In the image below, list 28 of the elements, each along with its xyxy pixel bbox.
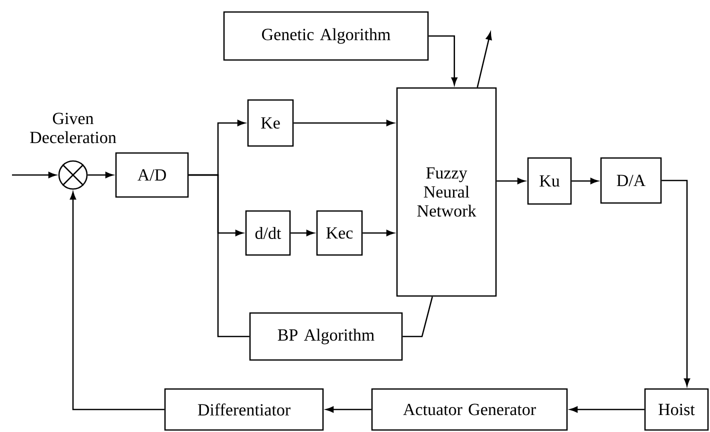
arrow xyxy=(12,172,56,178)
block: D/A xyxy=(600,157,662,204)
block: Ke xyxy=(247,99,294,147)
arrow xyxy=(402,296,433,338)
arrow xyxy=(662,180,690,386)
block: d/dt xyxy=(245,210,291,256)
summing-junction xyxy=(58,160,88,190)
block: Fuzzy Neural Network xyxy=(396,87,497,297)
arrow xyxy=(88,172,114,178)
block: Ku xyxy=(527,157,572,205)
arrow xyxy=(476,32,492,88)
block: Actuator Generator xyxy=(371,388,568,431)
arrow xyxy=(572,178,598,184)
block: Kec xyxy=(316,210,363,256)
node-caption: Given Deceleration xyxy=(30,112,116,144)
block: A/D xyxy=(115,152,189,198)
arrow xyxy=(570,406,644,413)
arrow xyxy=(362,230,394,236)
block: BP Algorithm xyxy=(249,312,403,361)
block: Genetic Algorithm xyxy=(223,11,429,61)
block: Differentiator xyxy=(164,388,324,431)
arrow xyxy=(294,120,394,126)
arrow xyxy=(326,406,372,413)
arrow xyxy=(428,35,458,86)
block: Hoist xyxy=(644,388,709,431)
arrow xyxy=(496,178,526,184)
arrow xyxy=(290,230,314,236)
arrow xyxy=(70,192,164,410)
